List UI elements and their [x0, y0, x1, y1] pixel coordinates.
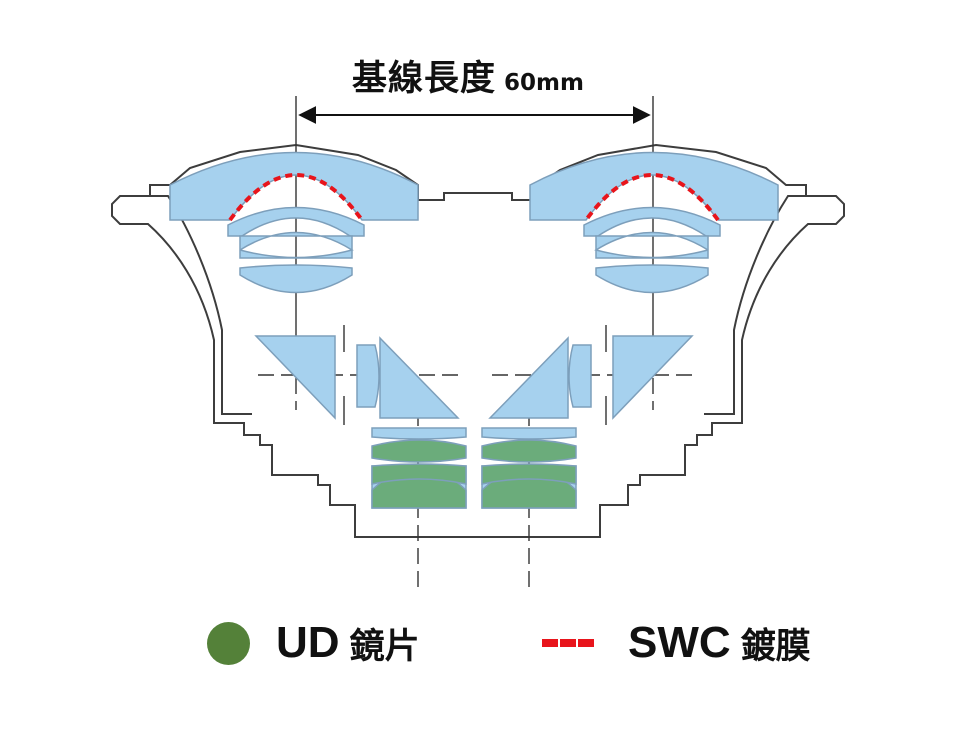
- left-optical-path: [169, 151, 467, 509]
- left-ud-lens-1: [371, 439, 467, 463]
- left-ud-lens-3: [371, 463, 467, 485]
- legend-swc-label: 鍍膜: [740, 626, 811, 667]
- left-second-element: [227, 206, 365, 237]
- right-second-element: [583, 206, 721, 237]
- legend-swc-code: SWC: [628, 618, 731, 667]
- left-third-element: [239, 231, 354, 259]
- left-swc-coating: [228, 173, 364, 222]
- right-front-element: [529, 151, 779, 221]
- right-mirror-prism: [488, 336, 569, 419]
- left-prism: [254, 335, 336, 420]
- right-ud-lens-3: [481, 463, 577, 485]
- housing-outline: [111, 143, 845, 538]
- baseline-value: 60mm: [504, 70, 584, 96]
- left-mirror-prism: [379, 336, 460, 419]
- left-relay-lens: [356, 344, 380, 408]
- legend-swc: SWC 鍍膜: [542, 613, 811, 673]
- legend-ud-label: 鏡片: [349, 626, 420, 667]
- baseline-title: 基線長度 60mm: [352, 50, 584, 99]
- right-swc-coating: [584, 173, 720, 222]
- right-fourth-element: [595, 264, 709, 294]
- legend-ud: UD 鏡片: [207, 613, 420, 673]
- ud-swatch-icon: [207, 621, 250, 665]
- right-prism: [612, 335, 694, 420]
- right-third-element: [594, 231, 709, 259]
- right-relay-lens: [568, 344, 592, 408]
- right-ud-lens-1: [481, 439, 577, 463]
- right-optical-path: [481, 151, 779, 509]
- legend-ud-code: UD: [276, 618, 340, 667]
- left-fourth-element: [239, 264, 353, 294]
- left-rear-lens-a: [371, 427, 467, 440]
- left-front-element: [169, 151, 419, 221]
- right-rear-lens-a: [481, 427, 577, 440]
- baseline-label: 基線長度: [352, 59, 497, 99]
- housing-inner-right: [704, 195, 806, 415]
- swc-swatch-icon: [542, 639, 594, 647]
